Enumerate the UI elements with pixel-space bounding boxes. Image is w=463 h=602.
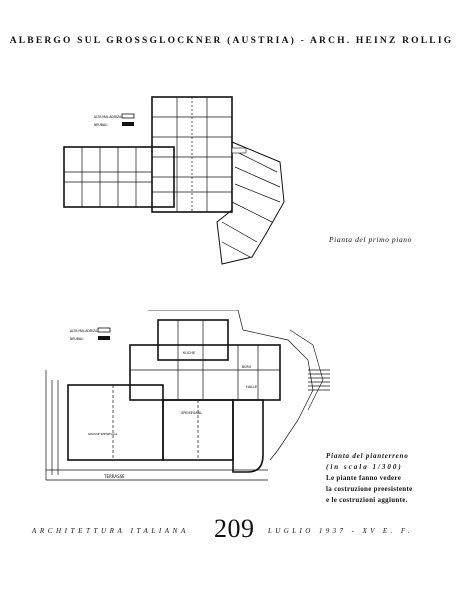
ground-floor-terrain-outline [148,310,314,461]
first-floor-legend: ALTA MALADRIZA NEUBAU [94,113,135,127]
page-header-title: ALBERGO SUL GROSSGLOCKNER (AUSTRIA) - AR… [9,36,454,46]
legend-label-new: NEUBAU [94,123,108,127]
label-grosse-speisesaal: GROSSE SPEISESAAL [88,432,118,436]
ground-floor-plan: ALTA MALADRIZA NEUBAU KÜCHE SPEISESAAL H… [45,310,330,481]
page-footer: ARCHITETTURA ITALIANA 209 LUGLIO 1937 - … [0,514,463,554]
ground-floor-dining-hall [67,384,164,461]
caption-line: e le costruzioni aggiunte. [326,496,408,504]
label-kitchen: KÜCHE [183,350,195,355]
magazine-name: ARCHITETTURA ITALIANA [32,527,189,535]
label-bureau: BÜRO [242,364,252,369]
legend-label-new: NEUBAU [70,337,84,341]
first-floor-plan: ALTA MALADRIZA NEUBAU [63,96,285,265]
caption-line: Le piante fanno vedere [326,474,402,482]
issue-date: LUGLIO 1937 - XV E. F. [268,527,413,535]
first-floor-caption: Pianta del primo piano [329,235,412,244]
caption-line: (in scala 1/300) [326,463,403,471]
ground-floor-caption: Pianta del pianterreno (in scala 1/300) … [326,451,413,506]
caption-line: Pianta del pianterreno [326,452,409,460]
first-floor-roof-outline [216,141,285,265]
ground-floor-central-block [129,344,281,401]
page-number: 209 [214,514,255,543]
ground-floor-legend: ALTA MALADRIZA NEUBAU [70,327,111,341]
label-halle: HALLE [246,385,257,389]
legend-label-old: ALTA MALADRIZA [94,115,122,119]
ground-floor-round-room [232,399,264,473]
ground-floor-terrace-outline [45,370,268,481]
label-speisesaal: SPEISESAAL [181,411,202,415]
caption-line: la costruzione preesistente [326,485,413,493]
ground-floor-kitchen-block [157,319,229,361]
legend-label-old: ALTA MALADRIZA [70,329,98,333]
label-terrace: TERRASSE [103,474,125,479]
